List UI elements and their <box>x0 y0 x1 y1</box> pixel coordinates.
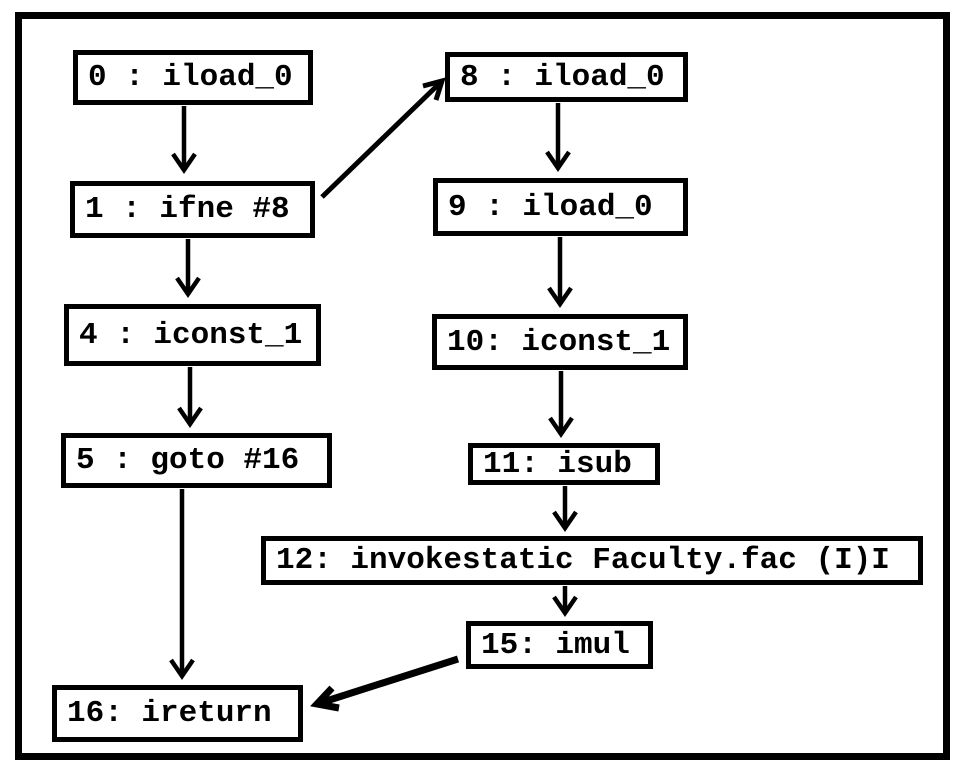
node-16-ireturn: 16: ireturn <box>52 685 303 742</box>
node-8-iload_0: 8 : iload_0 <box>445 52 688 102</box>
node-0-iload_0: 0 : iload_0 <box>73 50 313 105</box>
diagram-border-frame <box>15 12 950 760</box>
node-10-iconst_1: 10: iconst_1 <box>432 314 688 370</box>
node-11-isub: 11: isub <box>468 443 660 485</box>
node-4-iconst_1: 4 : iconst_1 <box>64 304 321 366</box>
node-15-imul: 15: imul <box>466 621 653 669</box>
node-9-iload_0: 9 : iload_0 <box>433 178 688 236</box>
node-5-goto: 5 : goto #16 <box>61 433 332 488</box>
node-12-invokestatic: 12: invokestatic Faculty.fac (I)I <box>261 536 923 585</box>
node-1-ifne: 1 : ifne #8 <box>70 181 315 238</box>
